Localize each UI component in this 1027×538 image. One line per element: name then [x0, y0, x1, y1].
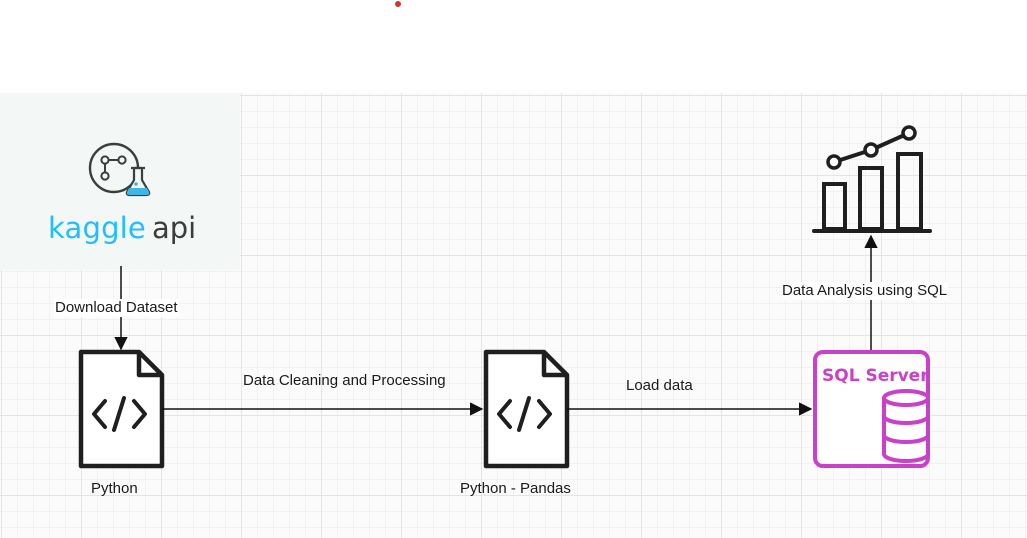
code-file-icon [483, 349, 570, 469]
top-margin [0, 0, 1027, 93]
sql-server-database-icon [813, 350, 930, 468]
edge-label-download: Download Dataset [54, 299, 179, 317]
kaggle-api-suffix: api [152, 211, 197, 245]
code-file-icon [78, 349, 165, 469]
node-label-pandas: Python - Pandas [460, 480, 571, 497]
edge-label-load: Load data [626, 377, 693, 394]
kaggle-logo-icon [88, 142, 151, 197]
kaggle-wordmark: kaggle [48, 211, 146, 245]
node-label-python: Python [91, 480, 138, 497]
pointer-dot [395, 1, 401, 7]
kaggle-logo-panel [0, 93, 240, 270]
bar-chart-trend-icon [812, 125, 932, 233]
edge-label-analysis: Data Analysis using SQL [781, 282, 949, 300]
edge-label-cleaning: Data Cleaning and Processing [243, 372, 446, 389]
sql-server-title: SQL Server [822, 366, 929, 386]
